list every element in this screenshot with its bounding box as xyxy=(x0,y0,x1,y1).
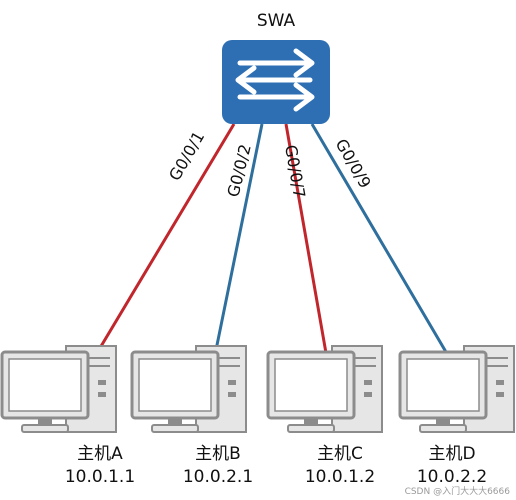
host-d-name: 主机D xyxy=(428,444,475,464)
host-a-screen xyxy=(8,358,82,412)
link-host-c xyxy=(284,123,328,354)
host-b-name: 主机B xyxy=(195,444,241,464)
host-c-pc-icon xyxy=(266,345,383,433)
host-a-name: 主机A xyxy=(77,444,123,464)
link-host-d xyxy=(310,123,448,353)
port-label-g0-0-7: G0/0/7 xyxy=(281,143,309,199)
host-c-ip: 10.0.1.2 xyxy=(305,467,375,487)
pc-icons xyxy=(0,345,515,433)
host-a-pc-icon xyxy=(0,345,117,433)
host-d-pc-icon xyxy=(398,345,515,433)
switch-label: SWA xyxy=(257,11,296,31)
host-d-ip: 10.0.2.2 xyxy=(417,467,487,487)
watermark-text: CSDN @入门大大大6666 xyxy=(405,485,511,497)
port-label-g0-0-2: G0/0/2 xyxy=(223,142,254,199)
switch-swa: SWA xyxy=(222,11,330,124)
port-label-g0-0-9: G0/0/9 xyxy=(332,136,375,192)
host-labels: 主机A 10.0.1.1 主机B 10.0.2.1 主机C 10.0.1.2 主… xyxy=(65,444,487,487)
host-c-name: 主机C xyxy=(317,444,363,464)
host-b-ip: 10.0.2.1 xyxy=(183,467,253,487)
host-d-screen xyxy=(406,358,480,412)
link-host-a xyxy=(92,123,236,359)
link-host-b xyxy=(214,123,264,351)
switch-arrows-icon xyxy=(235,48,315,112)
host-b-screen xyxy=(138,358,212,412)
host-c-screen xyxy=(274,358,348,412)
links xyxy=(92,123,448,359)
host-a-ip: 10.0.1.1 xyxy=(65,467,135,487)
host-b-pc-icon xyxy=(130,345,247,433)
